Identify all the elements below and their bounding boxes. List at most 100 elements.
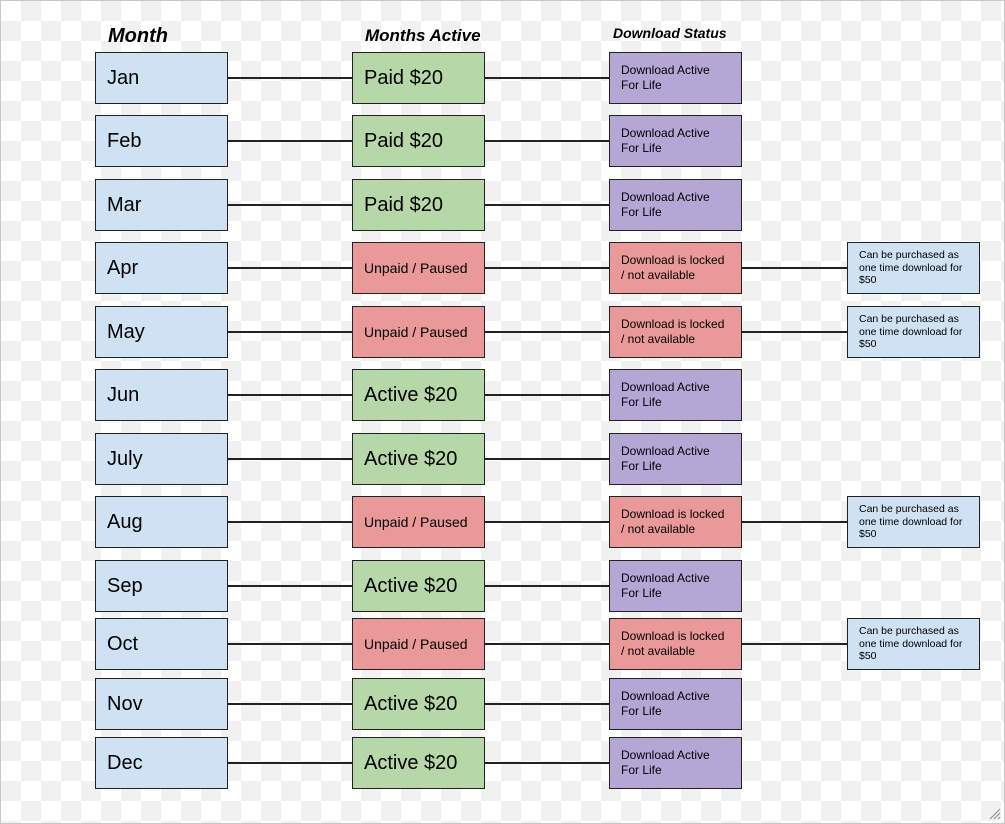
month-box: Dec (95, 737, 228, 789)
download-status-line: For Life (621, 205, 662, 219)
purchase-note-box: Can be purchased as one time download fo… (847, 242, 980, 294)
download-status-line: Download Active (621, 689, 710, 703)
connector-month-to-active (228, 585, 352, 587)
download-status-line: For Life (621, 763, 662, 777)
connector-month-to-active (228, 643, 352, 645)
download-status-line: / not available (621, 522, 696, 536)
connector-active-to-status (485, 331, 609, 333)
months-active-column-header: Months Active (365, 26, 481, 45)
purchase-note-box: Can be purchased as one time download fo… (847, 306, 980, 358)
month-box: July (95, 433, 228, 485)
connector-month-to-active (228, 458, 352, 460)
connector-active-to-status (485, 521, 609, 523)
connector-status-to-note (742, 521, 847, 523)
download-status-line: Download is locked (621, 629, 725, 643)
connector-month-to-active (228, 703, 352, 705)
connector-month-to-active (228, 77, 352, 79)
download-status-box: Download is locked/ not available (609, 496, 742, 548)
download-status-line: For Life (621, 459, 662, 473)
connector-active-to-status (485, 585, 609, 587)
connector-status-to-note (742, 267, 847, 269)
download-status-column-header: Download Status (613, 25, 727, 41)
download-status-line: Download Active (621, 380, 710, 394)
download-status-line: Download Active (621, 571, 710, 585)
month-box: Aug (95, 496, 228, 548)
months-active-box: Active $20 (352, 369, 485, 421)
month-box: Jan (95, 52, 228, 104)
month-box: Oct (95, 618, 228, 670)
month-box: Jun (95, 369, 228, 421)
download-status-text: Download is locked/ not available (621, 507, 724, 537)
connector-active-to-status (485, 140, 609, 142)
download-status-line: Download Active (621, 63, 710, 77)
months-active-box: Paid $20 (352, 179, 485, 231)
connector-month-to-active (228, 204, 352, 206)
connector-status-to-note (742, 331, 847, 333)
month-box: Sep (95, 560, 228, 612)
connector-active-to-status (485, 703, 609, 705)
months-active-box: Unpaid / Paused (352, 306, 485, 358)
months-active-box: Active $20 (352, 433, 485, 485)
months-active-box: Paid $20 (352, 115, 485, 167)
connector-active-to-status (485, 643, 609, 645)
diagram-row-may: May Unpaid / Paused Download is locked/ no… (1, 306, 1005, 358)
download-status-line: / not available (621, 332, 696, 346)
download-status-line: For Life (621, 704, 662, 718)
month-box: Nov (95, 678, 228, 730)
diagram-row-oct: Oct Unpaid / Paused Download is locked/ no… (1, 618, 1005, 670)
connector-month-to-active (228, 267, 352, 269)
connector-active-to-status (485, 204, 609, 206)
download-status-line: Download Active (621, 748, 710, 762)
months-active-box: Active $20 (352, 560, 485, 612)
connector-month-to-active (228, 521, 352, 523)
months-active-box: Paid $20 (352, 52, 485, 104)
resize-grip-icon[interactable] (989, 808, 1001, 820)
connector-active-to-status (485, 77, 609, 79)
download-status-box: Download is locked/ not available (609, 242, 742, 294)
month-box: Apr (95, 242, 228, 294)
connector-month-to-active (228, 762, 352, 764)
connector-status-to-note (742, 643, 847, 645)
download-status-line: For Life (621, 141, 662, 155)
download-status-line: / not available (621, 268, 696, 282)
months-active-box: Unpaid / Paused (352, 618, 485, 670)
download-status-line: Download Active (621, 190, 710, 204)
download-status-line: Download Active (621, 444, 710, 458)
month-box: Mar (95, 179, 228, 231)
download-status-line: For Life (621, 586, 662, 600)
month-box: May (95, 306, 228, 358)
download-status-line: Download is locked (621, 317, 725, 331)
download-status-text: Download is locked/ not available (621, 317, 724, 347)
download-status-line: Download is locked (621, 253, 725, 267)
download-status-box: Download is locked/ not available (609, 306, 742, 358)
download-status-line: For Life (621, 395, 662, 409)
download-status-line: Download Active (621, 126, 710, 140)
purchase-note-box: Can be purchased as one time download fo… (847, 496, 980, 548)
download-status-line: For Life (621, 78, 662, 92)
download-status-box: Download is locked/ not available (609, 618, 742, 670)
download-status-text: Download is locked/ not available (621, 629, 724, 659)
months-active-box: Active $20 (352, 737, 485, 789)
connector-month-to-active (228, 331, 352, 333)
connector-active-to-status (485, 458, 609, 460)
download-status-line: Download is locked (621, 507, 725, 521)
